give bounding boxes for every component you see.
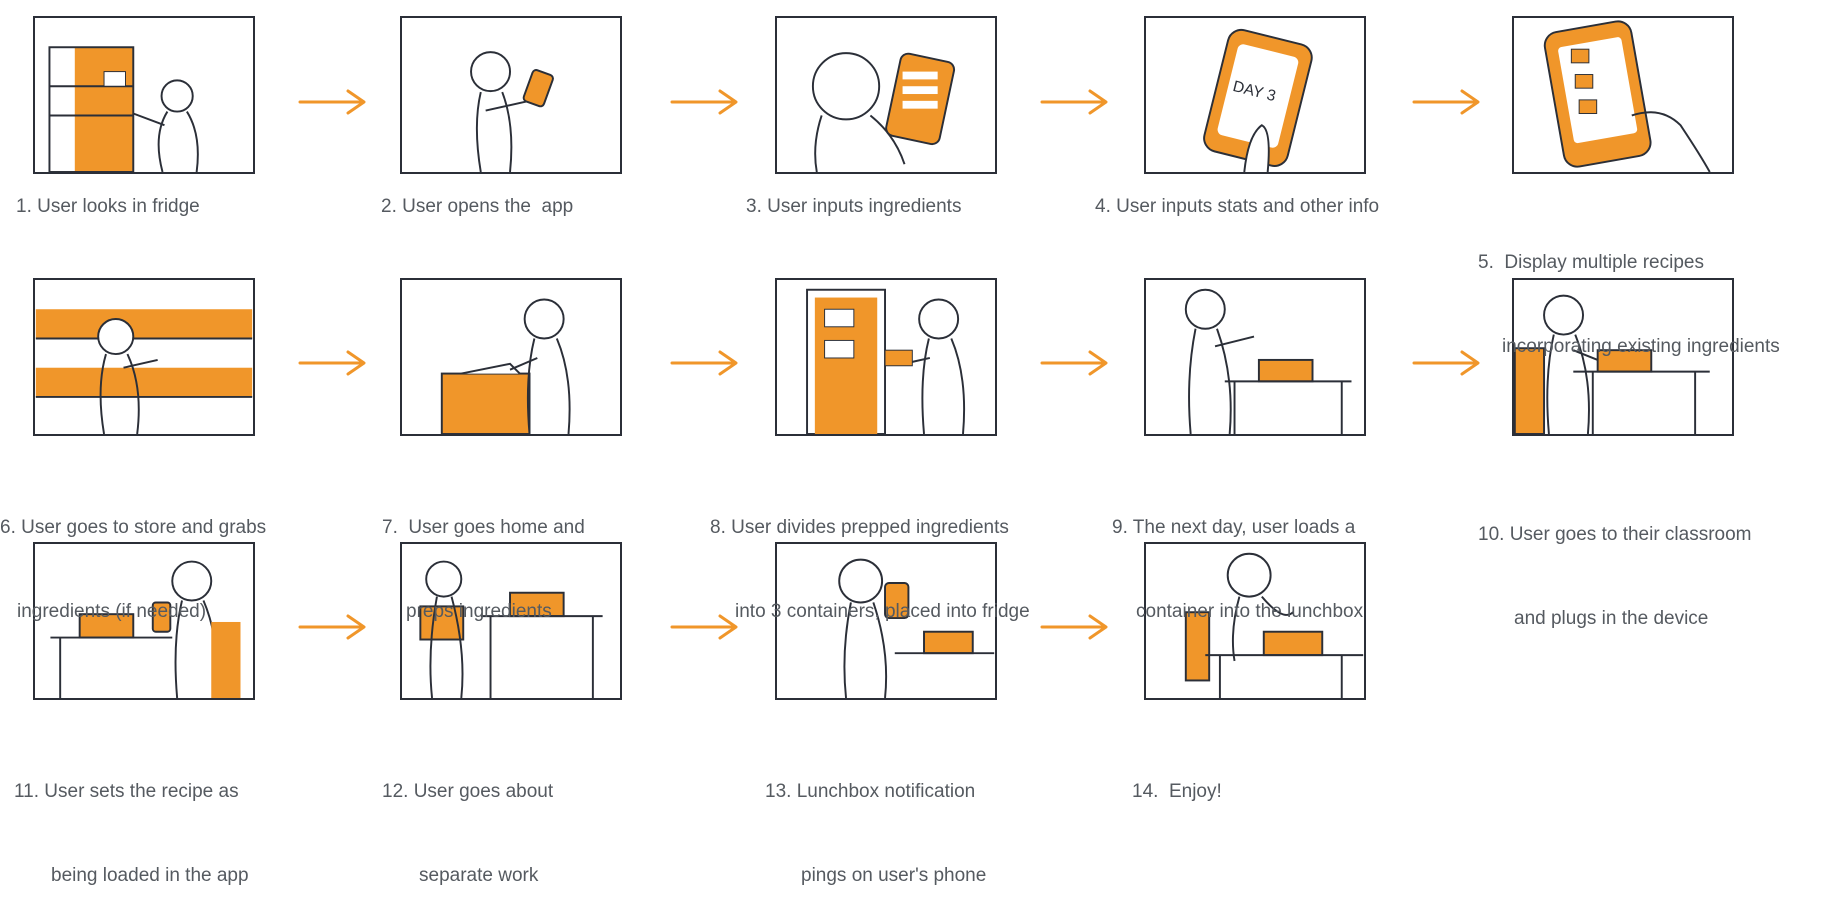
loads-lunchbox-sketch: [1184, 288, 1352, 434]
classroom-sketch: [1514, 294, 1710, 434]
fridge-sketch: [48, 46, 199, 172]
step-12-caption: 12. User goes about separate work: [382, 722, 553, 918]
step-7-caption: 7. User goes home and preps ingredients: [382, 458, 585, 654]
storyboard-frame-2: [400, 16, 622, 174]
caption-line: 5. Display multiple recipes: [1478, 252, 1704, 273]
caption-line: 9. The next day, user loads a: [1112, 517, 1356, 538]
caption-line: incorporating existing ingredients: [1502, 336, 1780, 357]
caption-line: 11. User sets the recipe as: [14, 781, 239, 802]
caption-line: separate work: [419, 865, 539, 886]
flow-arrow-9: [298, 612, 368, 642]
caption-line: container into the lunchbox: [1136, 601, 1364, 622]
caption-line: and plugs in the device: [1514, 608, 1709, 629]
flow-arrow-11: [1040, 612, 1110, 642]
caption-line: preps ingredients: [406, 601, 552, 622]
caption-line: into 3 containers, placed into fridge: [735, 601, 1030, 622]
user-opens-app-sketch: [470, 51, 554, 172]
step-6-caption: 6. User goes to store and grabs ingredie…: [0, 458, 266, 654]
storyboard-frame-6: [33, 278, 255, 436]
step-11-caption: 11. User sets the recipe as being loaded…: [14, 722, 249, 918]
storyboard-frame-12: [400, 542, 622, 700]
storyboard-frame-13: [775, 542, 997, 700]
sets-recipe-sketch: [50, 560, 241, 698]
caption-line: being loaded in the app: [51, 865, 249, 886]
store-sketch: [35, 309, 253, 434]
step-8-caption: 8. User divides prepped ingredients into…: [710, 458, 1030, 654]
storyboard-frame-7: [400, 278, 622, 436]
caption-line: pings on user's phone: [801, 865, 987, 886]
step-1-caption: 1. User looks in fridge: [16, 193, 200, 221]
step-3-caption: 3. User inputs ingredients: [746, 193, 961, 221]
storyboard-frame-3: [775, 16, 997, 174]
step-13-caption: 13. Lunchbox notification pings on user'…: [765, 722, 986, 918]
storyboard-frame-14: [1144, 542, 1366, 700]
caption-line: 13. Lunchbox notification: [765, 781, 976, 802]
inputs-stats-sketch: DAY 3: [1203, 28, 1313, 172]
step-14-caption: 14. Enjoy!: [1132, 722, 1222, 834]
step-2-caption: 2. User opens the app: [381, 193, 573, 221]
preps-ingredients-sketch: [440, 298, 571, 434]
flow-arrow-6: [670, 348, 740, 378]
caption-line: 7. User goes home and: [382, 517, 585, 538]
caption-line: 2. User opens the app: [381, 196, 574, 217]
storyboard-frame-10: [1512, 278, 1734, 436]
display-recipes-sketch: [1543, 20, 1711, 172]
flow-arrow-2: [670, 87, 740, 117]
flow-arrow-5: [298, 348, 368, 378]
caption-line: 12. User goes about: [382, 781, 554, 802]
storyboard-frame-9: [1144, 278, 1366, 436]
storyboard-frame-8: [775, 278, 997, 436]
flow-arrow-8: [1412, 348, 1482, 378]
enjoy-sketch: [1184, 552, 1364, 698]
caption-line: 1. User looks in fridge: [16, 196, 200, 217]
flow-arrow-10: [670, 612, 740, 642]
caption-line: 3. User inputs ingredients: [746, 196, 962, 217]
step-4-caption: 4. User inputs stats and other info: [1095, 193, 1379, 221]
storyboard-frame-4: DAY 3: [1144, 16, 1366, 174]
caption-line: ingredients (if needed): [17, 601, 207, 622]
flow-arrow-1: [298, 87, 368, 117]
storyboard-frame-11: [33, 542, 255, 700]
caption-line: 10. User goes to their classroom: [1478, 524, 1752, 545]
inputs-ingredients-sketch: [811, 52, 956, 172]
flow-arrow-3: [1040, 87, 1110, 117]
storyboard-frame-1: [33, 16, 255, 174]
separate-work-sketch: [419, 560, 603, 698]
flow-arrow-4: [1412, 87, 1482, 117]
containers-fridge-sketch: [806, 288, 966, 434]
caption-line: 6. User goes to store and grabs: [0, 517, 267, 538]
step-5-caption: 5. Display multiple recipes incorporatin…: [1478, 193, 1780, 389]
step-10-caption: 10. User goes to their classroom and plu…: [1478, 465, 1752, 661]
storyboard-frame-5: [1512, 16, 1734, 174]
caption-line: 14. Enjoy!: [1132, 781, 1222, 802]
step-9-caption: 9. The next day, user loads a container …: [1112, 458, 1363, 654]
flow-arrow-7: [1040, 348, 1110, 378]
caption-line: 8. User divides prepped ingredients: [710, 517, 1009, 538]
caption-line: 4. User inputs stats and other info: [1095, 196, 1380, 217]
notification-sketch: [838, 558, 995, 698]
